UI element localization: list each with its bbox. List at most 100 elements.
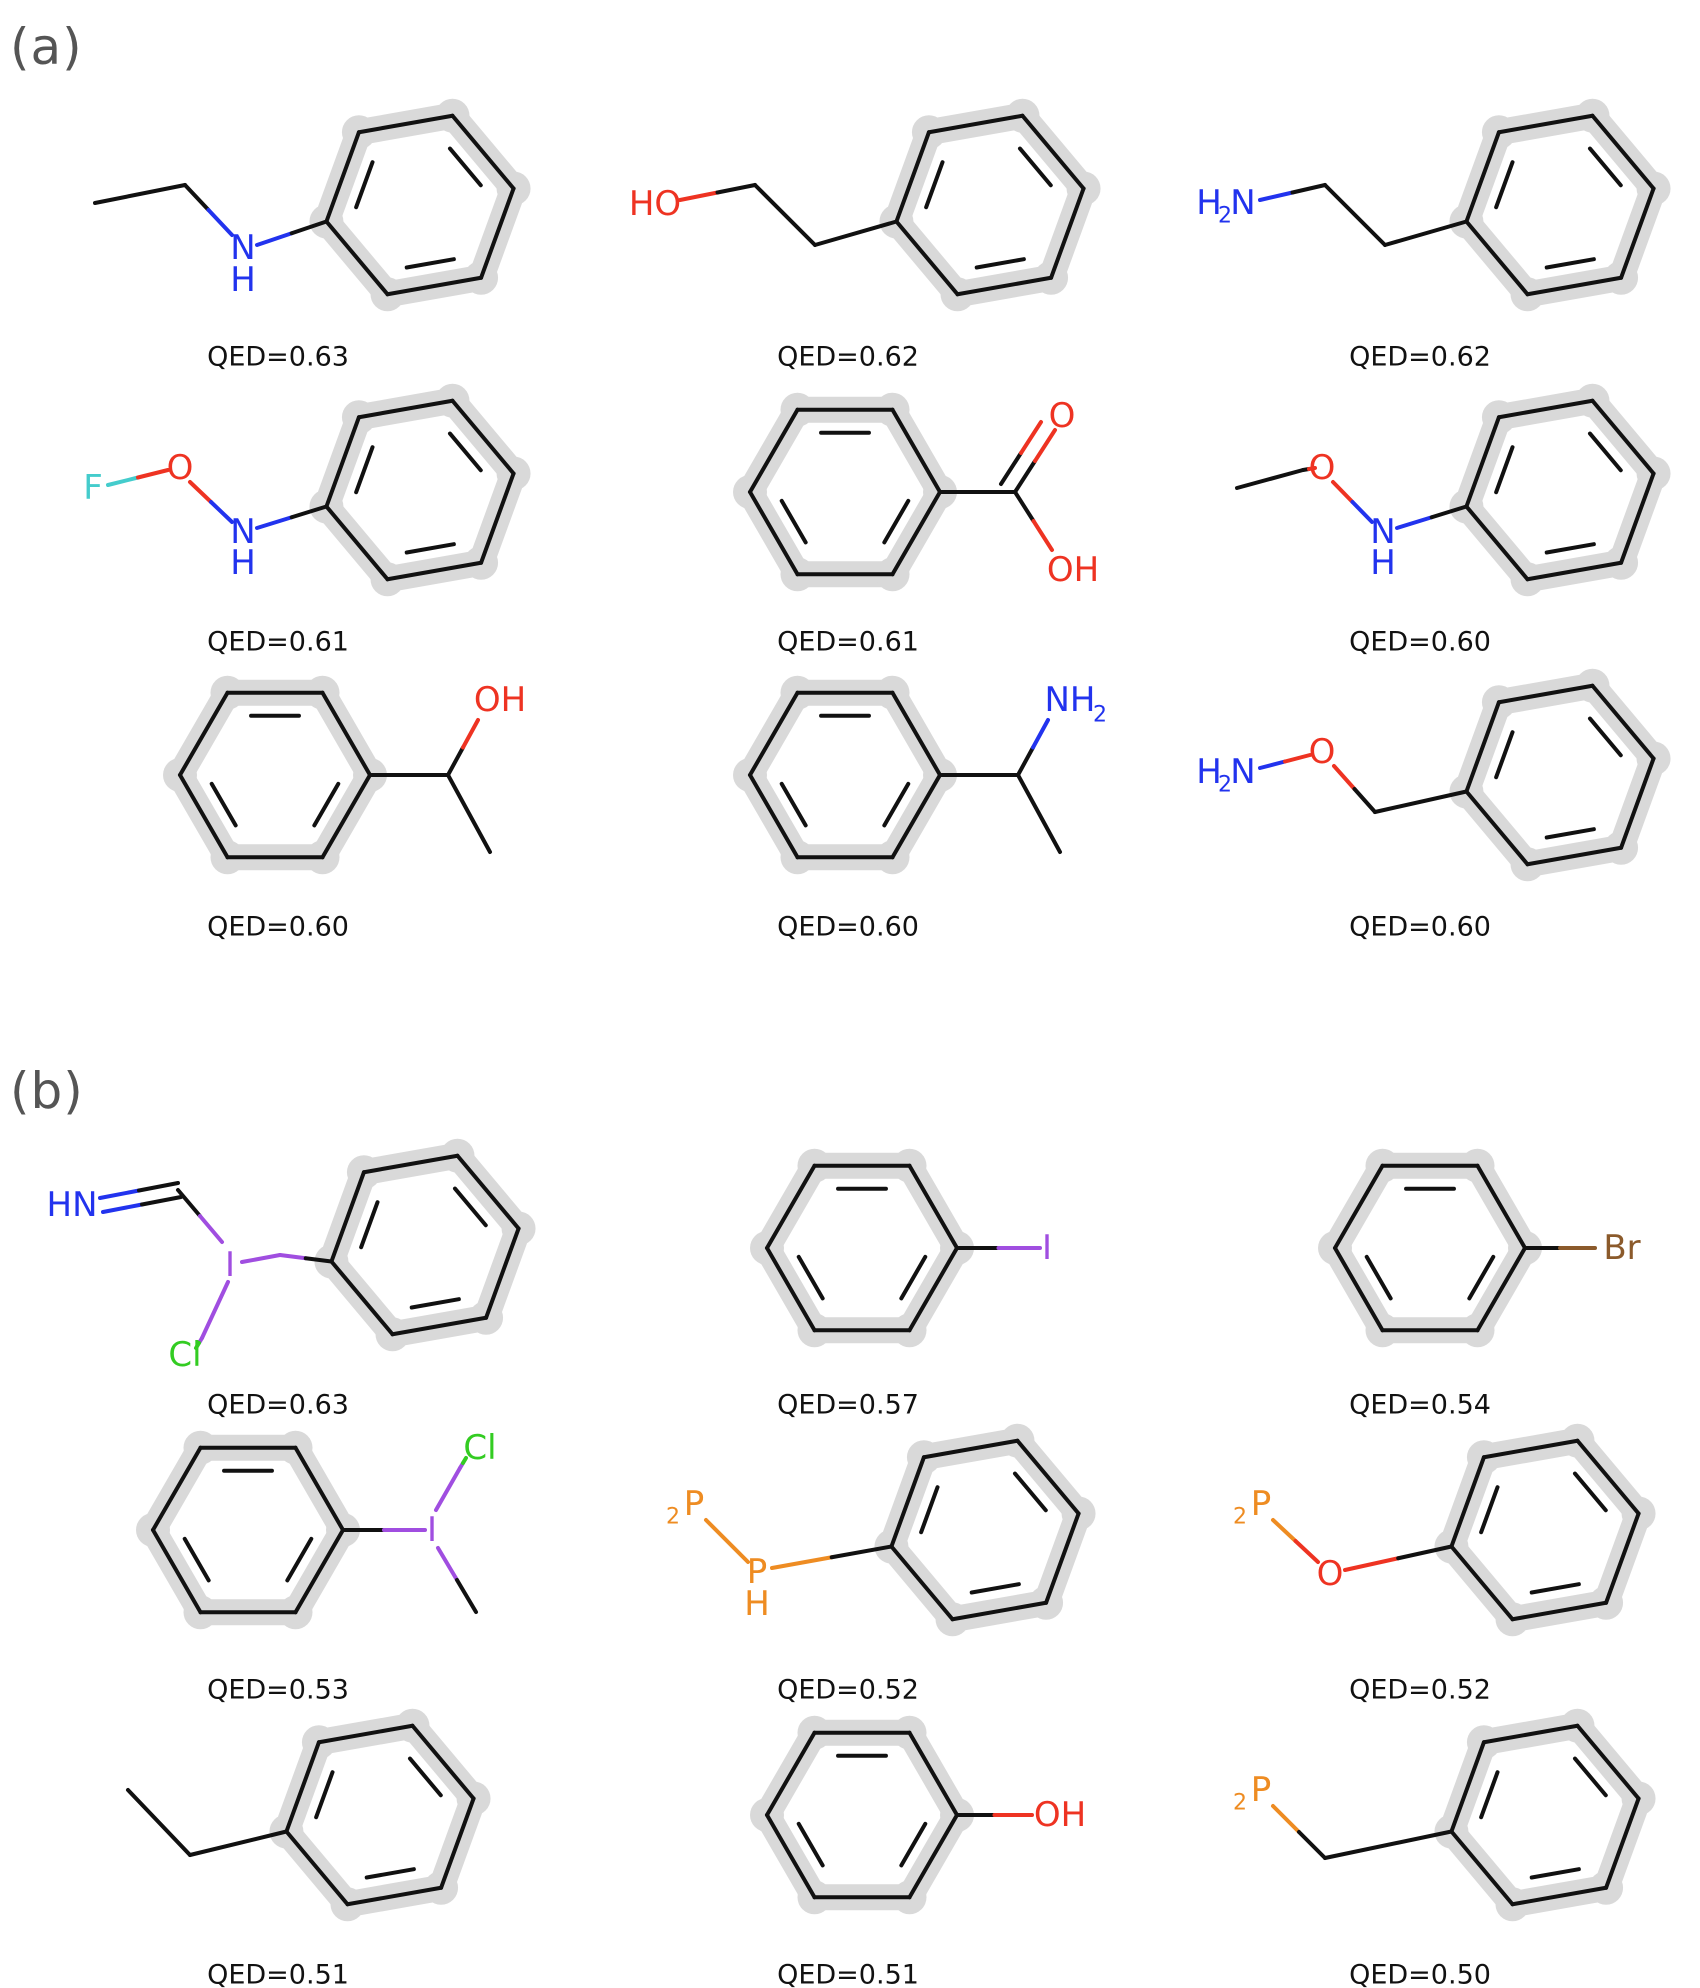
qed-label: QED=0.52 — [777, 1675, 919, 1706]
ring-double-bond — [1587, 431, 1623, 473]
bond — [704, 1518, 750, 1564]
ring-bond — [1464, 415, 1501, 509]
bond — [98, 1188, 141, 1200]
atom-label: H — [1196, 183, 1222, 223]
qed-label: QED=0.61 — [207, 627, 349, 658]
atom-label: P — [1251, 1770, 1272, 1810]
atom-label: O — [1317, 1554, 1344, 1594]
qed-label: QED=0.52 — [1349, 1675, 1491, 1706]
bond — [140, 1195, 183, 1207]
ring-bond — [324, 219, 390, 297]
bond — [753, 183, 817, 247]
ring-bond — [151, 1445, 203, 1532]
bond — [1373, 789, 1469, 814]
ring-bond — [1449, 1544, 1515, 1622]
qed-label: QED=0.60 — [207, 912, 349, 943]
atom-label: Br — [1603, 1228, 1640, 1268]
bond — [461, 1456, 468, 1465]
bond — [999, 451, 1023, 486]
ring-double-bond — [1364, 1254, 1393, 1301]
molecule-a-2: HO QED=0.62 — [629, 98, 1101, 373]
benzene-ring — [1318, 1148, 1542, 1348]
qed-label: QED=0.51 — [207, 1960, 349, 1988]
ring-bond — [1496, 398, 1595, 420]
bond — [1258, 190, 1295, 202]
bond — [678, 190, 720, 202]
bond — [1323, 183, 1387, 247]
ring-double-bond — [1587, 146, 1623, 188]
ring-double-bond — [404, 257, 456, 270]
ring-double-bond — [1494, 445, 1515, 495]
atom-label: O — [1309, 448, 1336, 488]
bond — [1429, 504, 1469, 520]
ring-bond — [765, 1163, 817, 1250]
ring-bond — [1449, 1740, 1486, 1834]
bond — [1343, 1556, 1401, 1572]
bond — [1235, 468, 1305, 490]
atom-label-subscript: 2 — [1218, 204, 1232, 229]
bond — [1395, 515, 1434, 530]
qed-label: QED=0.62 — [777, 342, 919, 373]
ring-double-bond — [796, 1821, 825, 1868]
atom-label: H — [1370, 543, 1396, 583]
ring-bond — [907, 1163, 959, 1250]
bond — [1033, 428, 1057, 463]
ring-double-bond — [899, 1254, 928, 1301]
bond — [1258, 759, 1287, 770]
atom-label-subscript: 2 — [1233, 1505, 1247, 1530]
ring-bond — [1020, 113, 1086, 191]
bond — [1352, 787, 1377, 814]
ring-bond — [1619, 756, 1656, 850]
ring-bond — [410, 1723, 476, 1801]
ring-bond — [1481, 1438, 1580, 1460]
ring-double-bond — [1479, 1485, 1500, 1535]
bond — [436, 1546, 459, 1582]
bond — [813, 219, 899, 247]
ring-double-bond — [882, 498, 911, 545]
bond — [1350, 500, 1374, 524]
ring-bond — [1590, 113, 1656, 191]
ring-bond — [1049, 186, 1086, 280]
bond — [278, 1253, 308, 1261]
ring-bond — [1464, 789, 1530, 867]
ring-double-bond — [1479, 1770, 1500, 1820]
ring-bond — [385, 560, 484, 582]
qed-label: QED=0.53 — [207, 1675, 349, 1706]
ring-bond — [329, 1170, 366, 1264]
atom-label: HO — [629, 184, 681, 224]
ring-bond — [889, 1544, 955, 1622]
benzene-ring — [1434, 1423, 1656, 1637]
ring-bond — [765, 1730, 817, 1817]
ring-bond — [356, 398, 455, 420]
ring-bond — [320, 773, 372, 860]
benzene-ring — [1449, 98, 1671, 312]
atom-label: P — [747, 1552, 768, 1592]
benzene-ring — [136, 1430, 360, 1630]
ring-bond — [1449, 1829, 1515, 1907]
atom-label: N — [1230, 752, 1255, 792]
atom-label: N — [230, 512, 255, 552]
bond — [1016, 773, 1062, 854]
ring-double-bond — [182, 1536, 211, 1583]
ring-bond — [748, 773, 800, 860]
ring-double-bond — [285, 1536, 314, 1583]
ring-bond — [1619, 471, 1656, 565]
bond — [289, 219, 329, 236]
ring-bond — [178, 690, 230, 777]
ring-double-bond — [1587, 716, 1623, 758]
bond — [446, 773, 492, 854]
qed-label: QED=0.54 — [1349, 1390, 1491, 1421]
benzene-ring — [163, 675, 387, 875]
qed-label: QED=0.57 — [777, 1390, 919, 1421]
bond — [1307, 466, 1317, 471]
ring-bond — [1575, 1723, 1641, 1801]
